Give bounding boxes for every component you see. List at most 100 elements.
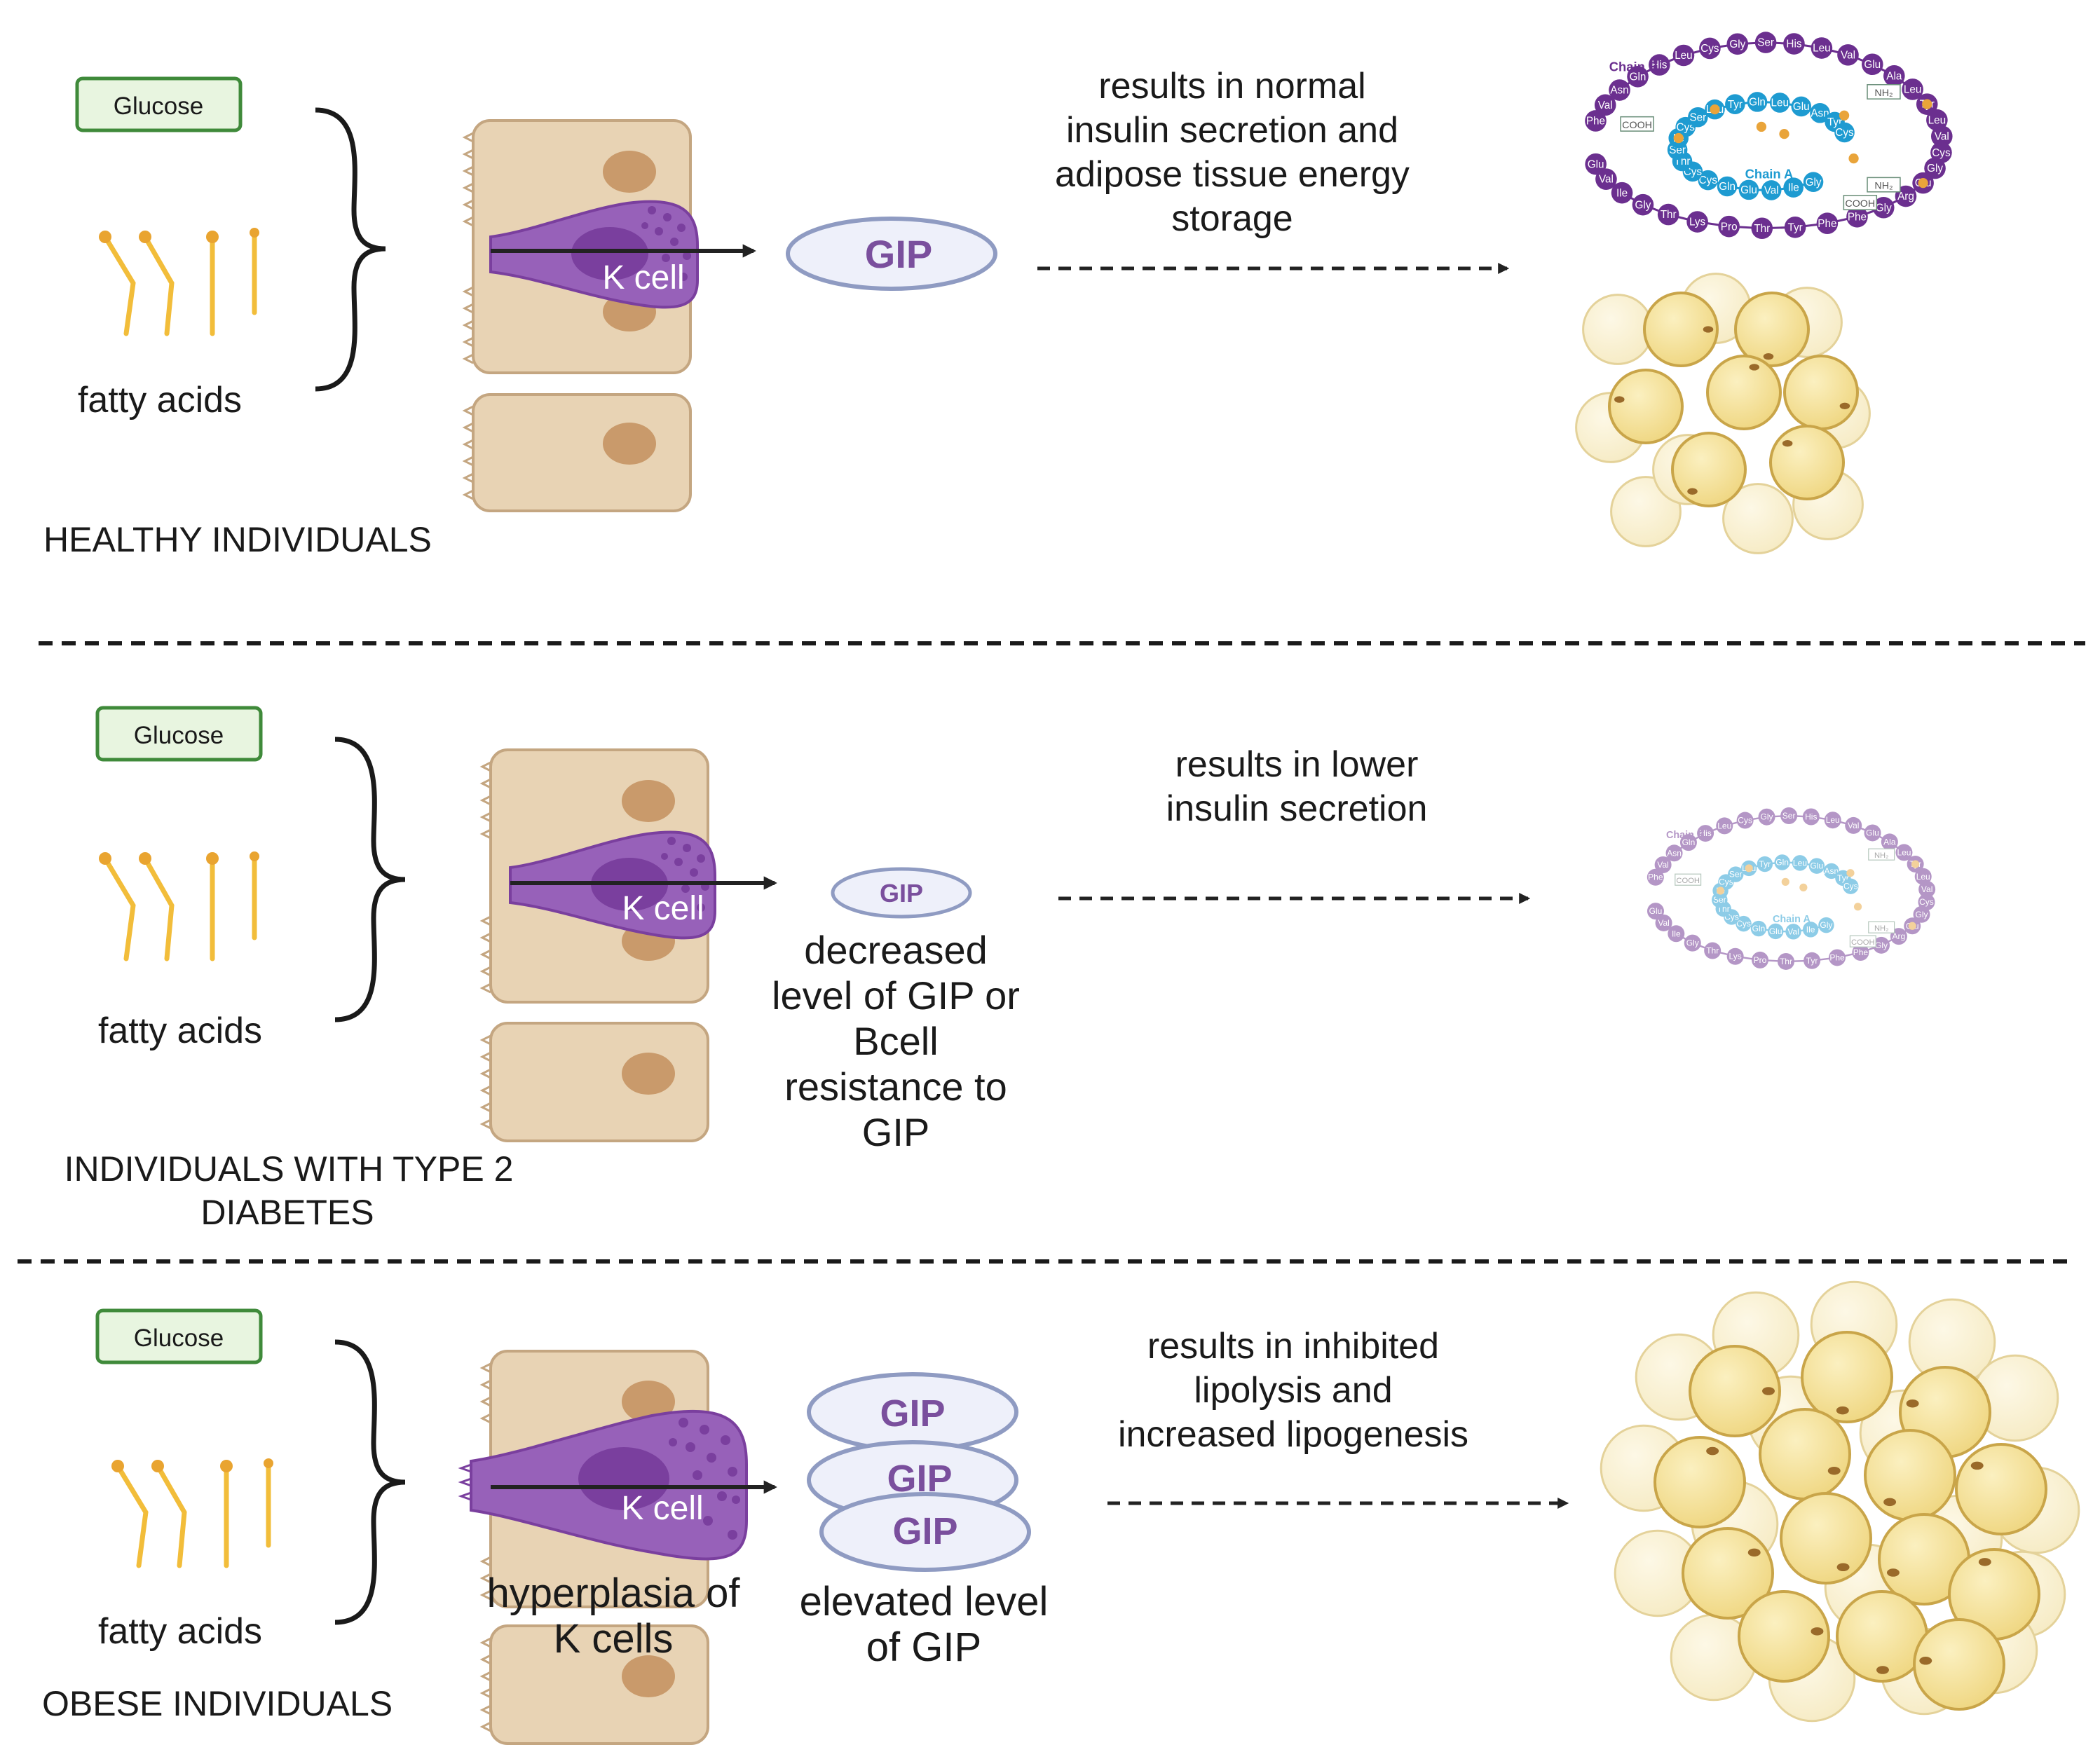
chain-a-residue — [1834, 122, 1855, 143]
chain-b-residue — [1649, 54, 1670, 76]
chain-a-residue — [1823, 863, 1840, 880]
residue-label: Cys — [1843, 882, 1858, 891]
glucose-box — [95, 1308, 263, 1364]
chain-a-residue — [1774, 854, 1790, 870]
terminus-label: COOH — [1851, 938, 1875, 947]
chain-b-residue — [1611, 182, 1633, 204]
adipose-tissue-large — [1600, 1280, 2080, 1723]
chain-b-residue — [1704, 942, 1721, 959]
chain-a-residue — [1738, 179, 1759, 200]
chain-b-residue — [1627, 65, 1649, 88]
chain-b-residue — [1718, 215, 1740, 238]
svg-text:GIP: GIP — [862, 1110, 929, 1154]
residue-label: Phe — [1818, 218, 1836, 230]
residue-label: Tyr — [1728, 99, 1743, 111]
residue-label: Leu — [1717, 821, 1731, 830]
adipocyte-nucleus — [1886, 1568, 1900, 1577]
svg-text:Bcell: Bcell — [853, 1019, 938, 1063]
residue-label: Ile — [1672, 929, 1681, 938]
chain-b-residue — [1751, 217, 1773, 240]
chain-b-residue — [1657, 203, 1679, 226]
adipose-tissue-small — [1575, 273, 1871, 554]
residue-label: Cys — [1677, 121, 1696, 133]
chain-a-residue — [1785, 924, 1801, 940]
chain-a-residue — [1808, 858, 1825, 874]
microvilli — [462, 132, 474, 500]
residue-label: Glu — [1811, 861, 1824, 871]
residue-label: Leu — [1826, 815, 1840, 825]
svg-text:resistance to: resistance to — [784, 1065, 1007, 1109]
terminus-tag — [1849, 935, 1876, 947]
nucleus — [622, 1655, 675, 1697]
residue-label: Leu — [1771, 97, 1789, 109]
residue-label: Val — [1658, 918, 1669, 928]
chain-b-residue — [1783, 33, 1805, 55]
chain-b-residue — [1780, 807, 1798, 825]
chain-b-residue — [1686, 211, 1708, 233]
residue-label: Gln — [1630, 71, 1646, 83]
residue-label: Leu — [1675, 50, 1693, 62]
chain-b-residue — [1873, 936, 1890, 954]
result-text: results in inhibited lipolysis and incre… — [1118, 1326, 1468, 1455]
fatty-acids-icon — [99, 851, 259, 961]
terminus-label: COOH — [1622, 120, 1652, 131]
panel-title-line-1: INDIVIDUALS WITH TYPE 2 — [64, 1149, 514, 1189]
adipocyte-nucleus — [1906, 1399, 1919, 1408]
residue-label: Thr — [1706, 946, 1719, 956]
residue-label: Gln — [1719, 181, 1736, 193]
residue-label: His — [1805, 812, 1817, 822]
chain-b-residue — [1784, 216, 1806, 238]
nucleus — [622, 1381, 675, 1423]
adipocyte — [1671, 432, 1747, 507]
adipocyte — [1769, 425, 1845, 500]
residue-label: Arg — [1897, 191, 1914, 203]
adipocyte-nucleus — [1836, 1563, 1850, 1571]
chain-b-residue — [1752, 951, 1769, 969]
result-text: results in normal insulin secretion and … — [1055, 66, 1410, 239]
residue-label: Gln — [1682, 837, 1696, 847]
chain-b-residue — [1668, 925, 1685, 943]
result-text: results in lower insulin secretion — [1166, 744, 1428, 829]
chain-a-label: Chain A — [1773, 914, 1811, 925]
adipocyte — [1722, 483, 1794, 554]
chain-b-residue — [1914, 868, 1932, 885]
chain-a-residue — [1810, 102, 1830, 123]
residue-label: Cys — [1835, 127, 1854, 139]
residue-label: Pro — [1754, 955, 1767, 965]
residue-label: Ser — [1689, 111, 1706, 123]
chain-a-residue — [1750, 920, 1767, 937]
chain-b-residue — [1913, 905, 1930, 923]
chain-a-residue — [1818, 917, 1834, 933]
panel-type2: Glucose fatty acids — [64, 706, 1936, 1232]
chain-b-residue — [1924, 157, 1946, 179]
chain-b-residue — [1804, 952, 1821, 969]
adipocyte-nucleus — [1839, 402, 1850, 409]
gip-label: GIP — [892, 1510, 957, 1552]
residue-label: Val — [1657, 860, 1668, 870]
chain-a-residue — [1747, 92, 1768, 112]
adipocyte-nucleus — [1706, 1446, 1719, 1456]
residue-label: Cys — [1700, 43, 1719, 55]
terminus-tag — [1843, 195, 1878, 211]
chain-a-residue — [1698, 170, 1719, 191]
adipocyte — [1734, 292, 1810, 367]
residue-label: Gly — [1806, 177, 1822, 189]
k-cell: K cell — [489, 200, 699, 309]
residue-label: Glu — [1588, 158, 1604, 170]
chain-b-residue — [1802, 808, 1820, 826]
chain-b-residue — [1816, 212, 1839, 235]
chain-a-residue — [1792, 855, 1808, 871]
residue-label: Glu — [1793, 101, 1810, 113]
residue-label: Leu — [1793, 858, 1807, 868]
chain-b-residue — [1926, 109, 1948, 131]
epithelium-type2 — [479, 748, 709, 1142]
terminus-label: NH₂ — [1874, 88, 1893, 99]
residue-label: Thr — [1780, 957, 1792, 966]
residue-label: Arg — [1893, 931, 1906, 941]
chain-b-residue — [1930, 125, 1953, 147]
residue-label: Phe — [1848, 211, 1867, 223]
svg-text:results in inhibited: results in inhibited — [1147, 1326, 1439, 1367]
residue-label: Ser — [1757, 37, 1774, 49]
residue-label: Thr — [1754, 223, 1770, 235]
epithelial-cell-bottom — [472, 393, 692, 512]
